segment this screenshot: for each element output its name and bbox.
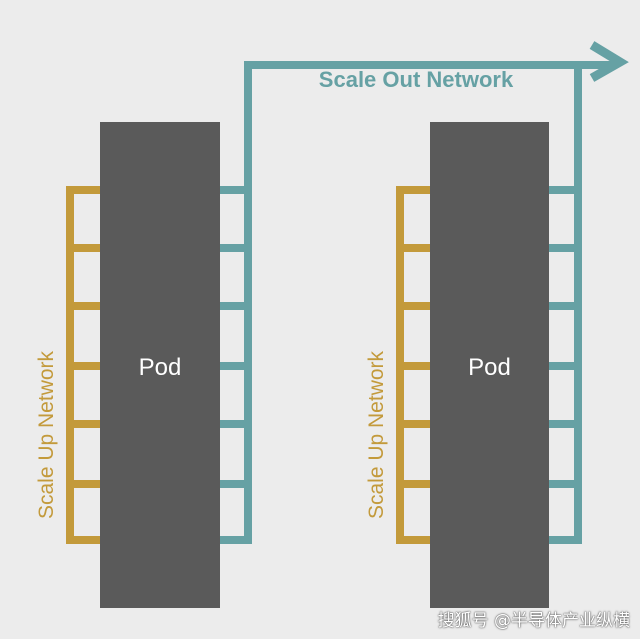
scale-out-path — [244, 61, 612, 540]
scale-up-label: Scale Up Network — [365, 350, 388, 519]
pod-group-2: Pod Scale Up Network — [365, 122, 582, 608]
pod-2 — [430, 122, 549, 608]
watermark: 搜狐号 @半导体产业纵横 — [437, 611, 630, 631]
pod-1 — [100, 122, 220, 608]
scale-up-label: Scale Up Network — [35, 350, 58, 519]
arrow-head-icon — [589, 41, 629, 82]
pod-label: Pod — [139, 354, 182, 381]
pod-label: Pod — [468, 354, 511, 381]
scale-out-label: Scale Out Network — [319, 67, 514, 92]
pod-group-1: Pod Scale Up Network — [35, 122, 252, 608]
